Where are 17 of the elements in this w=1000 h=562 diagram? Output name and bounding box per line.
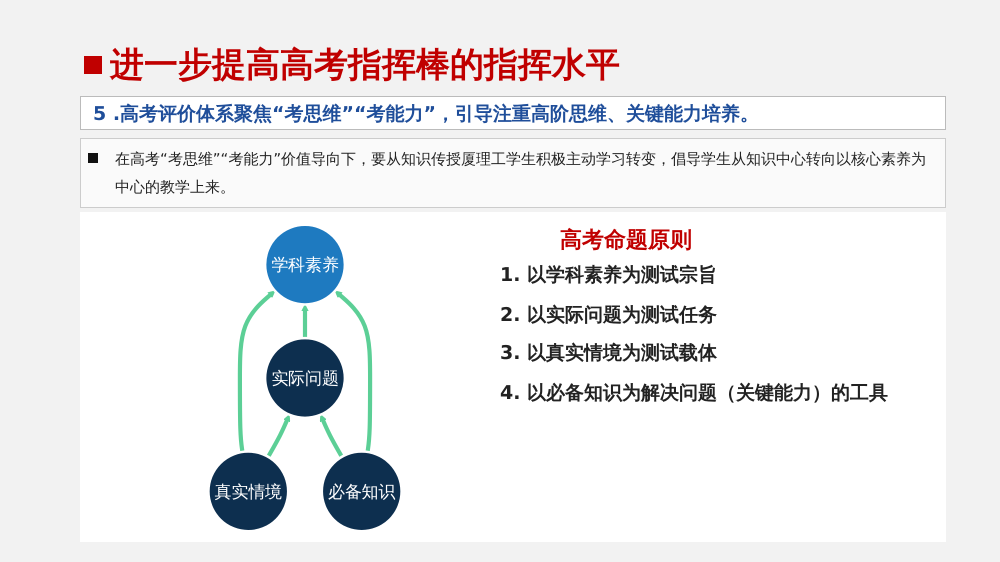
- subheading: 5 .高考评价体系聚焦“考思维”“考能力”，引导注重高阶思维、关键能力培养。: [80, 96, 946, 130]
- arrow: [301, 304, 309, 338]
- principles-heading: 高考命题原则: [560, 226, 692, 255]
- principle-item: 4. 以必备知识为解决问题（关键能力）的工具: [500, 381, 890, 406]
- arrow: [266, 414, 290, 458]
- principle-item: 2. 以实际问题为测试任务: [500, 303, 718, 328]
- node-circle: 真实情境: [207, 450, 290, 533]
- arrow: [238, 290, 276, 452]
- node-circle: 必备知识: [320, 450, 403, 533]
- arrow: [334, 290, 372, 452]
- body-paragraph: 在高考“考思维”“考能力”价值导向下，要从知识传授厦理工学生积极主动学习转变，倡导学生从知识中心转向以核心素养为中心的教学上来。: [80, 138, 946, 208]
- title: 进一步提高高考指挥棒的指挥水平: [110, 44, 620, 87]
- arrow: [320, 414, 344, 458]
- node-circle: 学科素养: [264, 223, 346, 306]
- principle-item: 3. 以真实情境为测试载体: [500, 341, 718, 366]
- node-circle: 实际问题: [264, 336, 346, 420]
- principle-item: 1. 以学科素养为测试宗旨: [500, 263, 718, 288]
